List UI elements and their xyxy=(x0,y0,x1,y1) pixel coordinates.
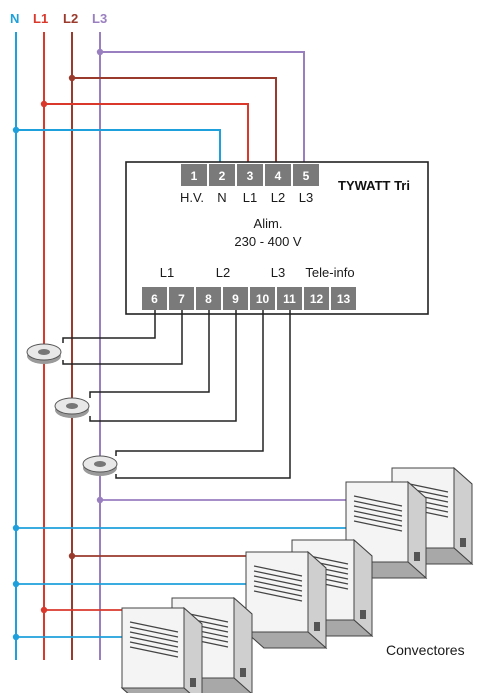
current-sensors xyxy=(26,343,118,476)
l3-supply-wire xyxy=(100,51,305,162)
terminal-11 xyxy=(277,287,302,310)
group-label-l1: L1 xyxy=(160,265,174,280)
junction-dots xyxy=(12,48,104,641)
supply-wires xyxy=(16,51,305,162)
heater-g2-front xyxy=(245,551,327,649)
sensor-wire-t11 xyxy=(115,310,291,479)
terminal-10 xyxy=(250,287,275,310)
l2-supply-wire xyxy=(72,77,277,162)
terminal-5 xyxy=(293,164,319,186)
sensor-wire-t10 xyxy=(115,310,264,456)
sensor-wire-t6 xyxy=(62,310,156,343)
bottom-terminals: 6 7 8 9 10 11 12 13 xyxy=(142,287,356,310)
bus-label-l1: L1 xyxy=(33,11,48,26)
group-label-teleinfo: Tele-info xyxy=(305,265,354,280)
supply-label: Alim. xyxy=(254,216,283,231)
sensor-wires xyxy=(62,310,291,479)
bus-label-l2: L2 xyxy=(63,11,78,26)
bus-lines xyxy=(15,32,101,660)
convectors-label: Convectores xyxy=(386,642,465,658)
supply-voltage: 230 - 400 V xyxy=(234,234,302,249)
terminal-2-number: 2 xyxy=(219,169,226,183)
terminal-11-number: 11 xyxy=(283,292,296,306)
top-terminals: 1 2 3 4 5 xyxy=(181,164,319,186)
terminal-10-number: 10 xyxy=(256,292,270,306)
label-l2: L2 xyxy=(271,190,285,205)
sensor-wire-t9 xyxy=(89,310,237,422)
terminal-6 xyxy=(142,287,167,310)
top-terminal-labels: H.V. N L1 L2 L3 xyxy=(180,190,313,205)
current-sensor-l3 xyxy=(82,455,118,476)
label-l1: L1 xyxy=(243,190,257,205)
terminal-13 xyxy=(331,287,356,310)
terminal-9-number: 9 xyxy=(232,292,239,306)
bus-label-n: N xyxy=(10,11,19,26)
l1-supply-wire xyxy=(44,103,249,162)
neutral-supply-wire xyxy=(16,129,221,162)
terminal-2 xyxy=(209,164,235,186)
group-label-l3: L3 xyxy=(271,265,285,280)
current-sensor-l1 xyxy=(26,343,62,364)
convector-heaters xyxy=(121,467,473,693)
device-title: TYWATT Tri xyxy=(338,178,410,193)
bus-label-l3: L3 xyxy=(92,11,107,26)
terminal-4 xyxy=(265,164,291,186)
sensor-wire-t8 xyxy=(89,310,210,398)
terminal-1-number: 1 xyxy=(191,169,198,183)
terminal-9 xyxy=(223,287,248,310)
terminal-3 xyxy=(237,164,263,186)
terminal-8 xyxy=(196,287,221,310)
terminal-5-number: 5 xyxy=(303,169,310,183)
group-label-l2: L2 xyxy=(216,265,230,280)
terminal-12 xyxy=(304,287,329,310)
heater-g3-front xyxy=(121,607,203,693)
label-hv: H.V. xyxy=(180,190,204,205)
convector-wires xyxy=(16,499,350,638)
terminal-6-number: 6 xyxy=(151,292,158,306)
terminal-7-number: 7 xyxy=(178,292,185,306)
terminal-4-number: 4 xyxy=(275,169,282,183)
current-sensor-l2 xyxy=(54,397,90,418)
terminal-13-number: 13 xyxy=(337,292,351,306)
terminal-7 xyxy=(169,287,194,310)
terminal-1 xyxy=(181,164,207,186)
label-n: N xyxy=(217,190,226,205)
terminal-8-number: 8 xyxy=(205,292,212,306)
terminal-12-number: 12 xyxy=(310,292,324,306)
sensor-wire-t7 xyxy=(62,310,183,365)
label-l3: L3 xyxy=(299,190,313,205)
terminal-3-number: 3 xyxy=(247,169,254,183)
